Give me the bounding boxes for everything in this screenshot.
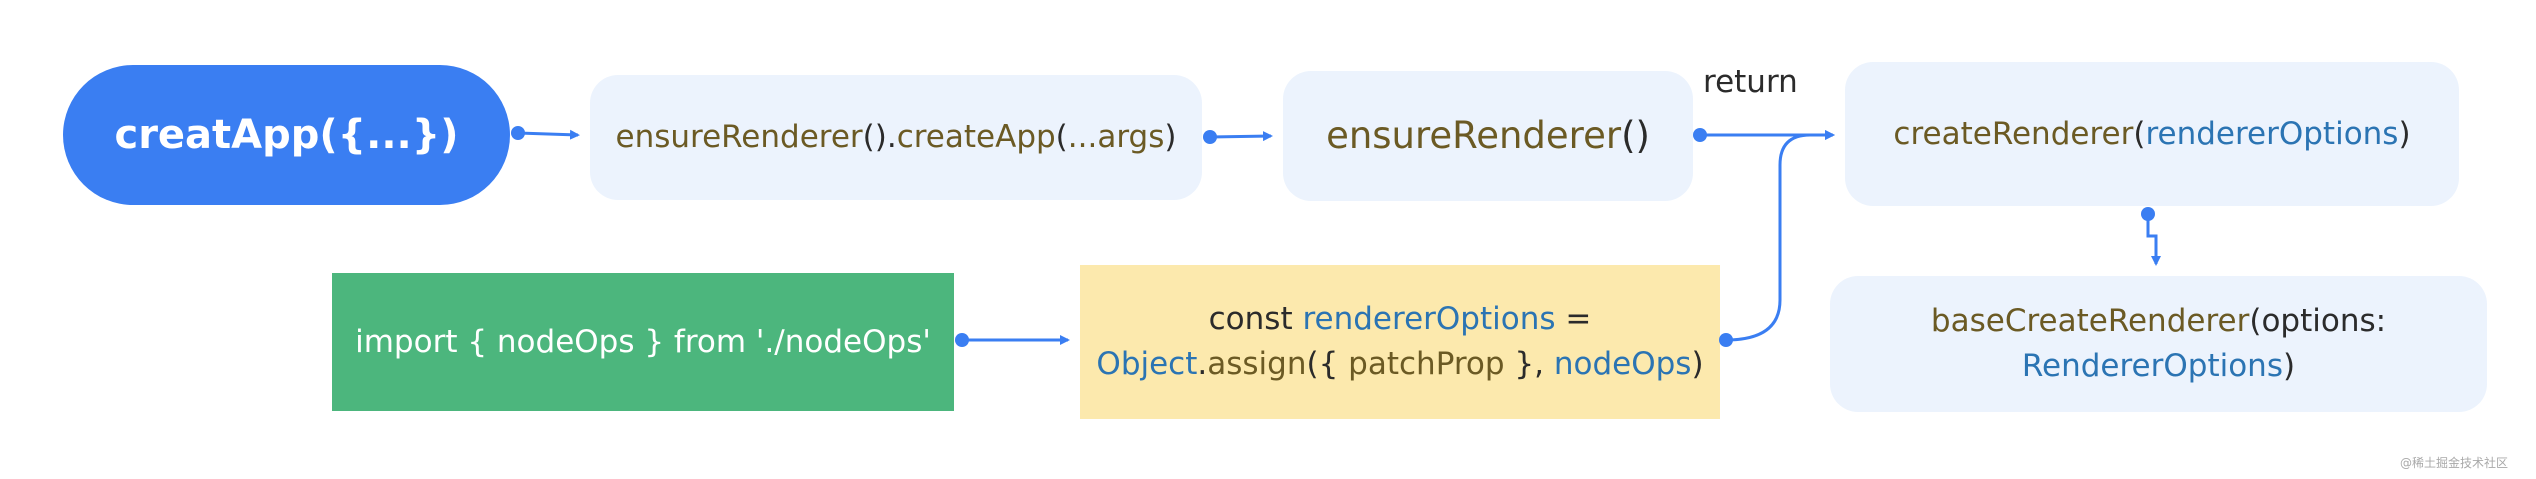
patch-prop-identifier: patchProp: [1348, 346, 1505, 382]
renderer-options-var: rendererOptions: [1302, 301, 1556, 338]
ensure-renderer-node: ensureRenderer(): [1283, 71, 1693, 201]
punctuation: (: [2249, 303, 2262, 340]
renderer-options-arg: rendererOptions: [2145, 115, 2399, 152]
import-node-ops-node: import { nodeOps } from './nodeOps': [332, 273, 954, 411]
connector-dot: [511, 126, 525, 140]
create-renderer-node: createRenderer(rendererOptions): [1845, 62, 2459, 206]
base-create-renderer-label: baseCreateRenderer: [1930, 303, 2250, 340]
connector-dot: [1203, 130, 1217, 144]
punctuation: ({: [1306, 346, 1349, 382]
return-label: return: [1703, 64, 1798, 100]
punctuation: .: [1197, 346, 1208, 382]
base-create-renderer-node: baseCreateRenderer(options: RendererOpti…: [1830, 276, 2487, 412]
connector-dot: [2141, 207, 2155, 221]
connector-ensure-create-to-ensure: [1209, 131, 1273, 142]
punctuation: ().: [862, 119, 897, 156]
assign-method: assign: [1207, 346, 1307, 382]
const-keyword: const: [1208, 301, 1303, 338]
punctuation: (): [1621, 114, 1650, 158]
creat-app-node: creatApp({...}): [63, 65, 510, 205]
import-node-ops-label: import { nodeOps } from './nodeOps': [355, 323, 931, 360]
connector-creat-to-ensure-create: [517, 129, 580, 140]
punctuation: (: [1055, 119, 1068, 156]
connector-dot: [1719, 333, 1733, 347]
punctuation: ): [1164, 119, 1177, 156]
renderer-options-node: const rendererOptions = Object.assign({ …: [1080, 265, 1720, 419]
object-identifier: Object: [1096, 346, 1198, 382]
ensure-renderer-label: ensureRenderer: [1326, 114, 1622, 158]
create-app-call: createApp: [896, 119, 1056, 156]
connector-dot: [955, 333, 969, 347]
punctuation: =: [1555, 301, 1592, 338]
creat-app-label: creatApp({...}): [114, 112, 459, 158]
punctuation: (: [2133, 115, 2146, 152]
punctuation: },: [1504, 346, 1554, 382]
watermark: @稀土掘金技术社区: [2399, 456, 2508, 470]
connector-options-to-create: [1725, 130, 1835, 342]
ensure-renderer-call: ensureRenderer: [615, 119, 863, 156]
punctuation: ): [1691, 346, 1704, 382]
renderer-options-type: RendererOptions: [2021, 348, 2283, 384]
punctuation: ): [2398, 115, 2411, 152]
punctuation: ): [2282, 348, 2296, 384]
connector-dot: [1693, 128, 1707, 142]
create-renderer-label: createRenderer: [1893, 115, 2134, 152]
connector-create-to-base: [2146, 214, 2161, 266]
options-param: options:: [2261, 303, 2387, 340]
node-ops-identifier: nodeOps: [1553, 346, 1692, 382]
args-text: ...args: [1067, 119, 1165, 156]
ensure-renderer-create-app-node: ensureRenderer().createApp(...args): [590, 75, 1202, 200]
